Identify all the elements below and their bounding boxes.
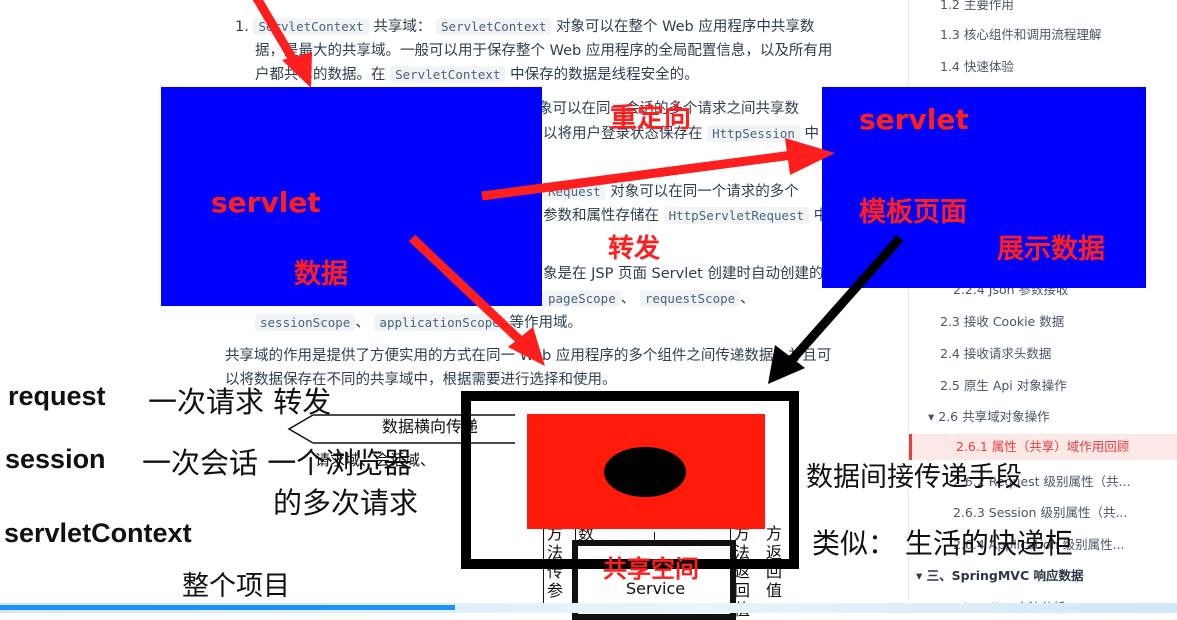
toc-item[interactable]: 2.3 接收 Cookie 数据 <box>940 314 1065 329</box>
list-item-line: pageScope、 requestScope、 <box>543 287 755 311</box>
session-description: 一次会话 一个浏览器 <box>142 446 413 480</box>
toc-item[interactable]: 2.4 接收请求头数据 <box>940 346 1052 361</box>
toc-item[interactable]: 2.6.3 Session 级别属性（共... <box>953 505 1128 520</box>
list-item-line: 户都共享的数据。在 ServletContext 中保存的数据是线程安全的。 <box>255 66 699 83</box>
left-servlet-box: servlet 数据 <box>161 87 542 306</box>
redirect-arrow-icon <box>481 149 801 201</box>
list-item-line: 象是在 JSP 页面 Servlet 创建时自动创建的。 <box>543 266 838 282</box>
list-item-line: 以将用户登录状态保存在 HttpSession 中 <box>543 125 820 142</box>
video-progress-fill <box>0 605 455 610</box>
article: 1. ServletContext 共享域： ServletContext 对象… <box>225 0 895 613</box>
arrowhead-icon <box>508 327 545 366</box>
list-item-line: sessionScope、 applicationScope 等作用域。 <box>255 311 582 335</box>
black-arrow-icon <box>786 235 904 365</box>
arrowhead-icon <box>785 138 835 175</box>
shared-space-box <box>527 414 765 529</box>
session-label: session <box>5 444 106 474</box>
shared-space-frame <box>461 391 799 569</box>
request-description: 一次请求 转发 <box>148 385 332 419</box>
shared-object-ellipse <box>604 447 686 497</box>
forward-arrow-icon <box>408 234 529 349</box>
indirect-transfer-label: 数据间接传递手段 <box>806 462 1022 493</box>
template-page-label: 模板页面 <box>859 197 967 228</box>
display-data-label: 展示数据 <box>997 234 1105 265</box>
redirect-label: 重定向 <box>610 103 691 134</box>
list-item-line: 据，是最大的共享域。一般可以用于保存整个 Web 应用程序的全局配置信息，以及所… <box>255 43 833 59</box>
service-label: Service <box>626 579 686 598</box>
context-description: 整个项目 <box>182 571 290 602</box>
summary-paragraph: 以将数据保存在不同的共享域中，根据需要进行选择和使用。 <box>225 372 617 388</box>
request-label: request <box>8 381 106 411</box>
horizontal-transfer-label: 数据横向传递 <box>382 417 479 436</box>
toc-item[interactable]: ▾ 三、SpringMVC 响应数据 <box>916 568 1084 583</box>
arrowhead-icon <box>768 345 805 384</box>
right-servlet-box: servlet 模板页面 展示数据 <box>822 87 1146 288</box>
analogy-label: 类似： 生活的快递柜 <box>812 527 1073 560</box>
list-item-line: 参数和属性存储在 HttpServletRequest 中 <box>543 207 829 224</box>
scope-text: 请求域、会话域、 <box>315 451 436 469</box>
toc-item[interactable]: 2.5 原生 Api 对象操作 <box>940 378 1067 393</box>
session-description-2: 的多次请求 <box>273 486 419 520</box>
list-item-line: 象可以在同一会话的多个请求之间共享数 <box>538 101 799 117</box>
list-item: 1. ServletContext 共享域： ServletContext 对象… <box>235 18 815 35</box>
toc-item-active[interactable]: 2.6.1 属性（共享）域作用回顾 <box>909 434 1177 460</box>
left-servlet-title: servlet <box>211 186 321 219</box>
red-arrow-icon <box>252 0 302 71</box>
toc-item[interactable]: 2.6.4 Application 级别属性... <box>953 537 1125 552</box>
toc-item[interactable]: 2.6.2 Request 级别属性（共... <box>953 474 1131 489</box>
servletcontext-label: servletContext <box>4 518 192 548</box>
toc-item[interactable]: 1.4 快速体验 <box>940 59 1014 74</box>
toc-item[interactable]: 1.3 核心组件和调用流程理解 <box>940 27 1102 42</box>
forward-label: 转发 <box>608 234 661 264</box>
shared-space-label: 共享空间 <box>603 554 699 583</box>
horizontal-transfer-diagram: 数据横向传递 <box>287 411 530 444</box>
toc-item[interactable]: 1.2 主要作用 <box>940 0 1014 12</box>
arrowhead-icon <box>282 52 312 88</box>
toc-item[interactable]: ▾ 2.6 共享域对象操作 <box>928 409 1050 424</box>
right-servlet-title: servlet <box>859 103 969 136</box>
left-servlet-data: 数据 <box>294 259 348 290</box>
left-arrow-icon <box>287 414 515 444</box>
video-progress-track[interactable] <box>0 603 1177 613</box>
